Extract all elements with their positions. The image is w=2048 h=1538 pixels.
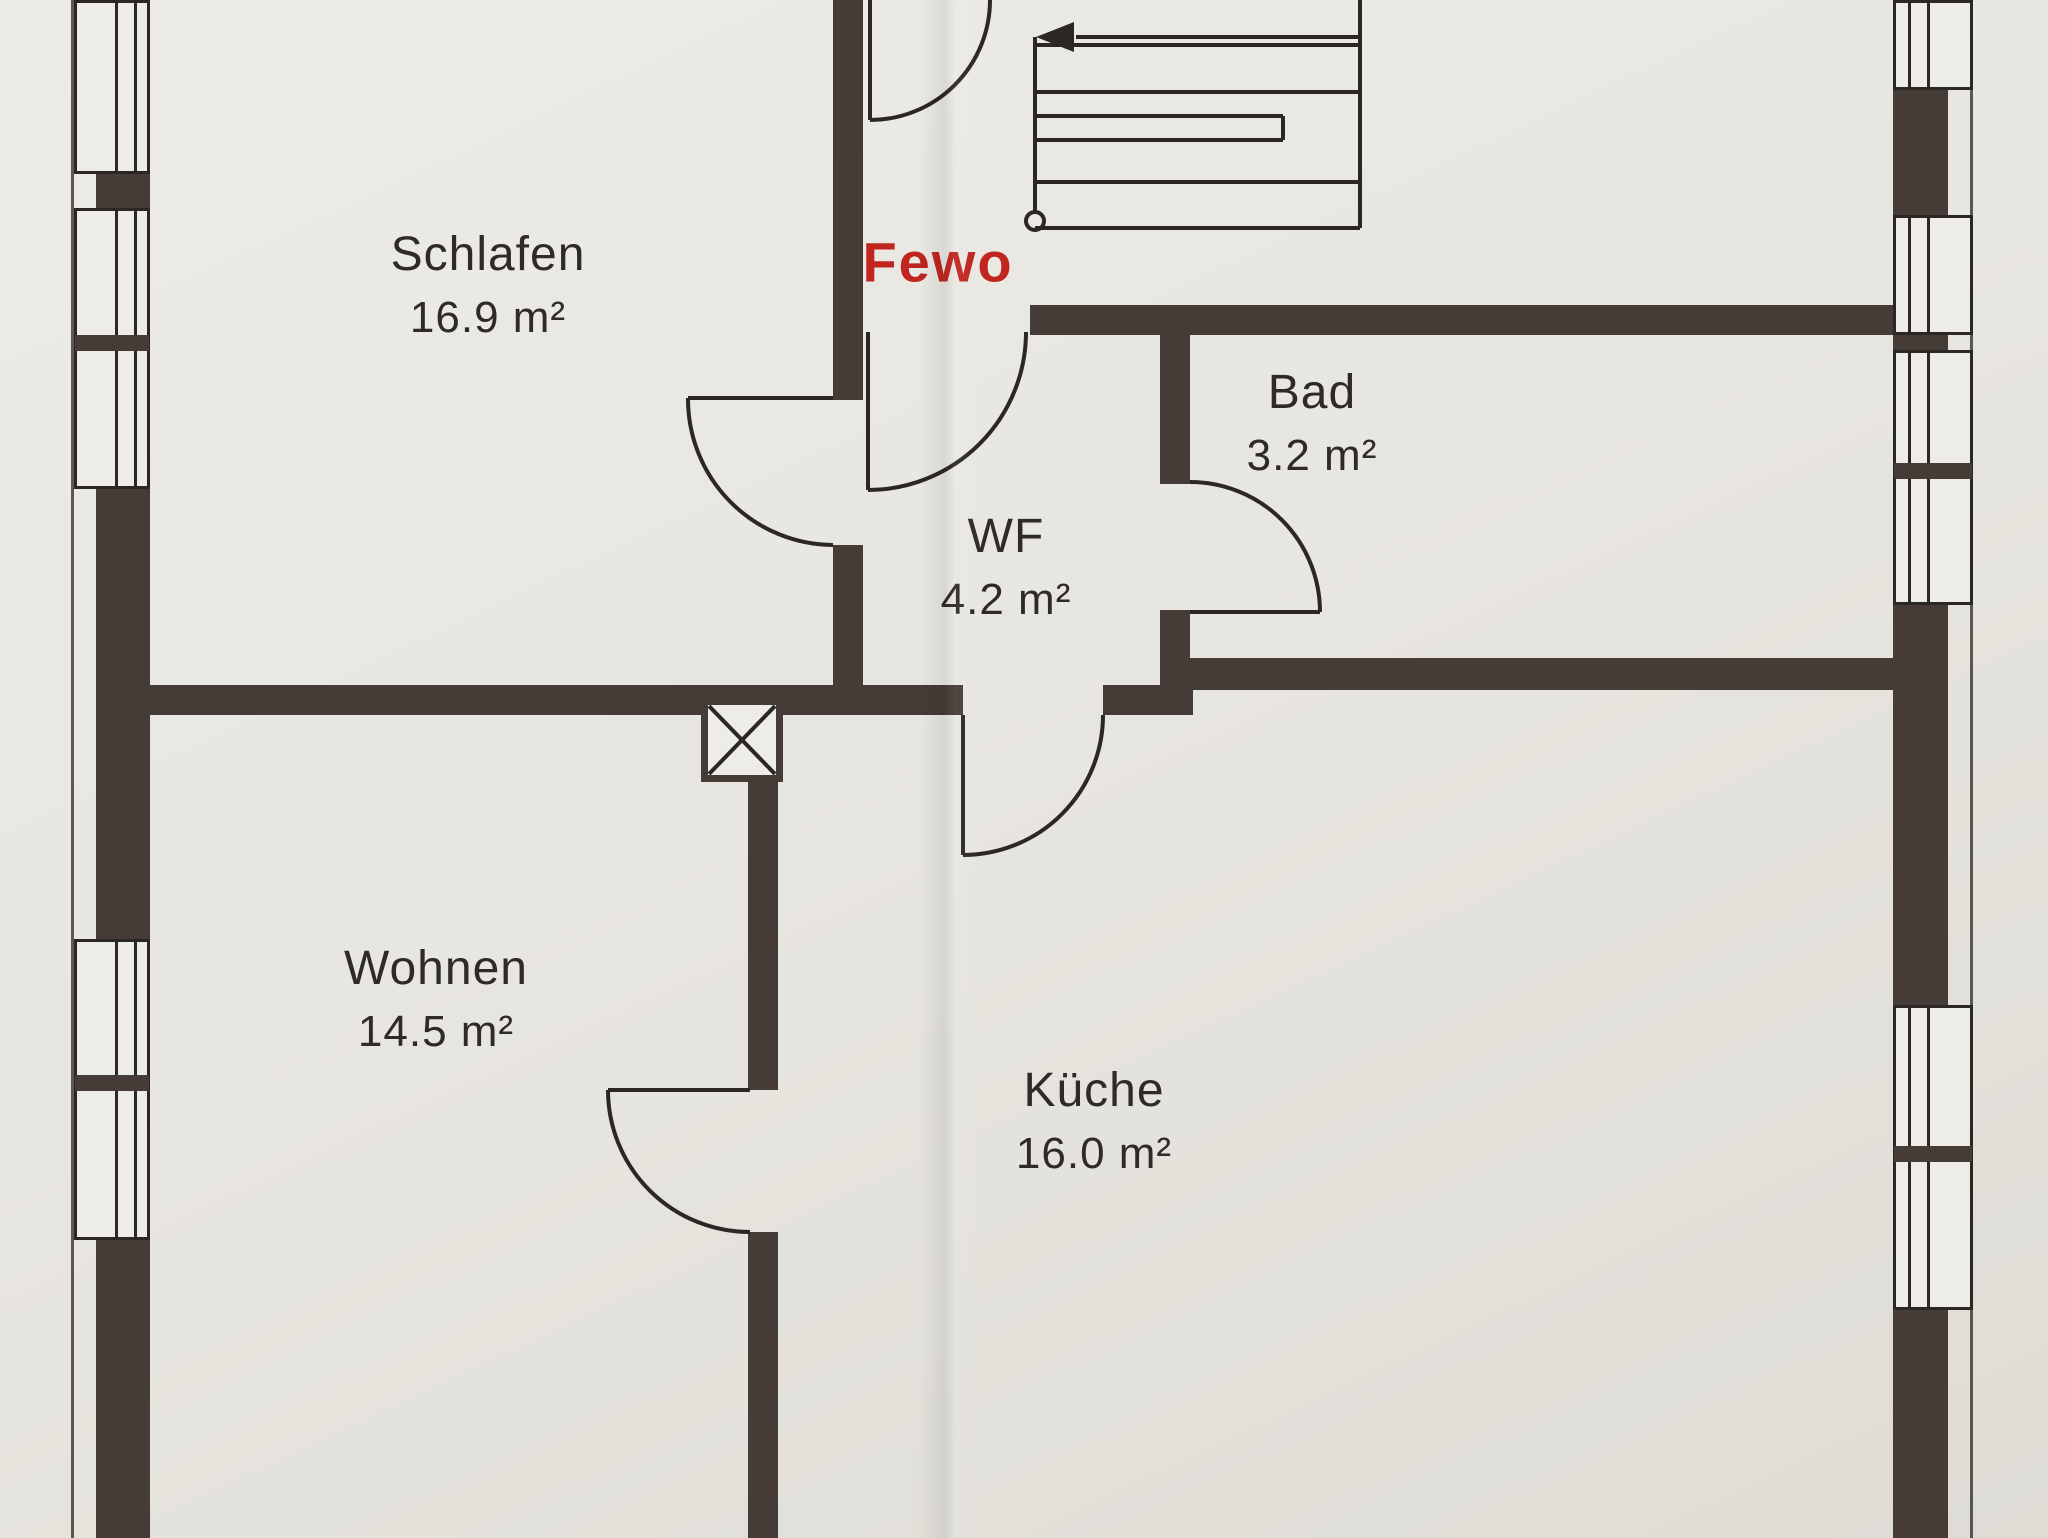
window-mullion xyxy=(1908,217,1930,333)
stair-walk-start xyxy=(1024,210,1046,232)
shaft-x-icon xyxy=(701,698,783,782)
window-symbol-icon xyxy=(1893,350,1973,605)
wall-bad-bottom xyxy=(1160,658,1893,690)
room-name: Küche xyxy=(1023,1064,1165,1117)
window-symbol-icon xyxy=(1893,0,1973,90)
door-swing-arc-icon xyxy=(1189,480,1322,614)
door-swing-arc-icon xyxy=(961,714,1105,857)
stair-arrow-head xyxy=(1036,22,1074,52)
window-mullion xyxy=(1908,2,1930,88)
exterior-wall-face-right xyxy=(1970,0,1973,1538)
door-swing-arc-icon xyxy=(868,0,992,122)
wall-segment xyxy=(1893,603,1948,1007)
room-name: Bad xyxy=(1267,366,1357,419)
wall-wohnen-divider-lower xyxy=(748,1232,778,1538)
window-transom xyxy=(75,1074,149,1091)
window-transom xyxy=(1894,1145,1972,1162)
wall-segment xyxy=(96,487,150,939)
door-arc xyxy=(962,714,1105,857)
wall-main-horizontal-right xyxy=(1103,685,1193,715)
room-area: 16.0 m² xyxy=(1015,1129,1173,1178)
room-area: 3.2 m² xyxy=(1246,431,1378,480)
door-arc xyxy=(1189,480,1322,613)
room-area: 16.9 m² xyxy=(409,293,567,342)
room-label-kueche: Küche 16.0 m² xyxy=(1016,1059,1172,1185)
door-arc xyxy=(685,397,834,547)
staircase-up-arrow-icon xyxy=(1024,0,1362,232)
wall-segment xyxy=(96,172,150,208)
window-symbol-icon xyxy=(1893,215,1973,335)
shaft-x-lines xyxy=(708,705,776,775)
door-swing-arc-icon xyxy=(866,331,1028,492)
room-name: Schlafen xyxy=(390,228,586,281)
door-swing-arc-icon xyxy=(685,396,834,547)
door-arc xyxy=(867,331,1028,492)
wall-wohnen-divider-upper xyxy=(748,780,778,1090)
wall-bad-left-upper xyxy=(1160,335,1190,484)
window-symbol-icon xyxy=(74,0,150,174)
window-symbol-icon xyxy=(74,208,150,489)
wall-segment xyxy=(1893,1308,1948,1538)
room-label-schlafen: Schlafen 16.9 m² xyxy=(391,223,586,349)
room-label-bad: Bad 3.2 m² xyxy=(1247,361,1378,487)
window-symbol-icon xyxy=(1893,1005,1973,1310)
room-label-wf: WF 4.2 m² xyxy=(941,505,1072,631)
wall-main-horizontal-left xyxy=(150,685,963,715)
shaft-diagonal xyxy=(708,705,776,775)
wall-hall-schlafen-upper xyxy=(833,0,863,400)
wall-segment xyxy=(1893,88,1948,217)
window-mullion xyxy=(115,2,137,172)
room-name: WF xyxy=(967,510,1045,563)
unit-name-label: Fewo xyxy=(862,230,1014,294)
wall-segment xyxy=(96,1238,150,1538)
room-area: 14.5 m² xyxy=(357,1007,515,1056)
window-transom xyxy=(1894,462,1972,479)
exterior-wall-face-left xyxy=(71,0,74,1538)
stair-handrail xyxy=(1035,114,1285,142)
door-swing-arc-icon xyxy=(606,1088,751,1234)
room-area: 4.2 m² xyxy=(940,575,1072,624)
door-arc xyxy=(606,1089,751,1234)
wall-bad-top xyxy=(1030,305,1893,335)
window-transom xyxy=(75,334,149,351)
window-symbol-icon xyxy=(74,939,150,1240)
door-arc xyxy=(869,0,992,122)
room-label-wohnen: Wohnen 14.5 m² xyxy=(344,937,528,1063)
room-name: Wohnen xyxy=(344,942,528,995)
wall-segment xyxy=(1893,333,1948,352)
